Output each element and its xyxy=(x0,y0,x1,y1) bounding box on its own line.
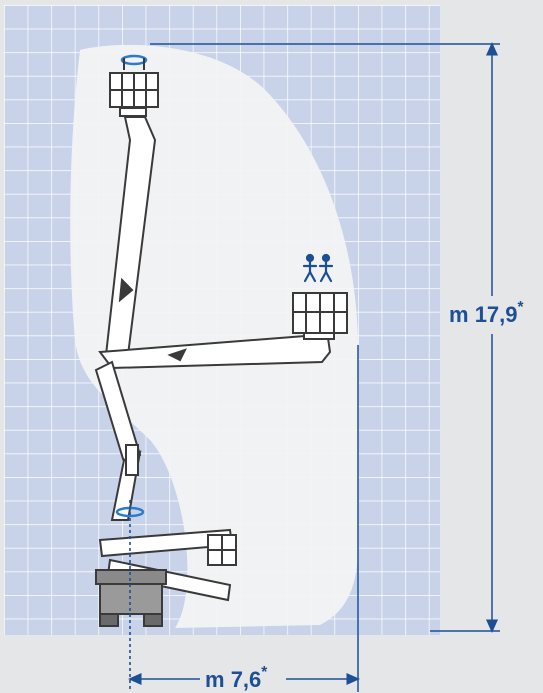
rotation-arrow-icon xyxy=(120,54,148,70)
two-persons-icon xyxy=(302,253,334,283)
height-prefix: m xyxy=(449,302,469,327)
upper-basket xyxy=(109,72,159,117)
side-basket xyxy=(292,292,348,340)
reach-asterisk: * xyxy=(261,664,268,681)
height-label: m 17,9* xyxy=(449,299,524,328)
reach-prefix: m xyxy=(205,667,225,692)
chassis xyxy=(95,569,167,627)
height-dimension xyxy=(150,42,500,633)
stowed-basket xyxy=(207,534,237,566)
height-asterisk: * xyxy=(517,299,524,316)
reach-label: m 7,6* xyxy=(203,664,270,693)
reach-value: 7,6 xyxy=(230,667,262,692)
height-value: 17,9 xyxy=(474,302,518,327)
reach-dimension xyxy=(128,345,360,692)
